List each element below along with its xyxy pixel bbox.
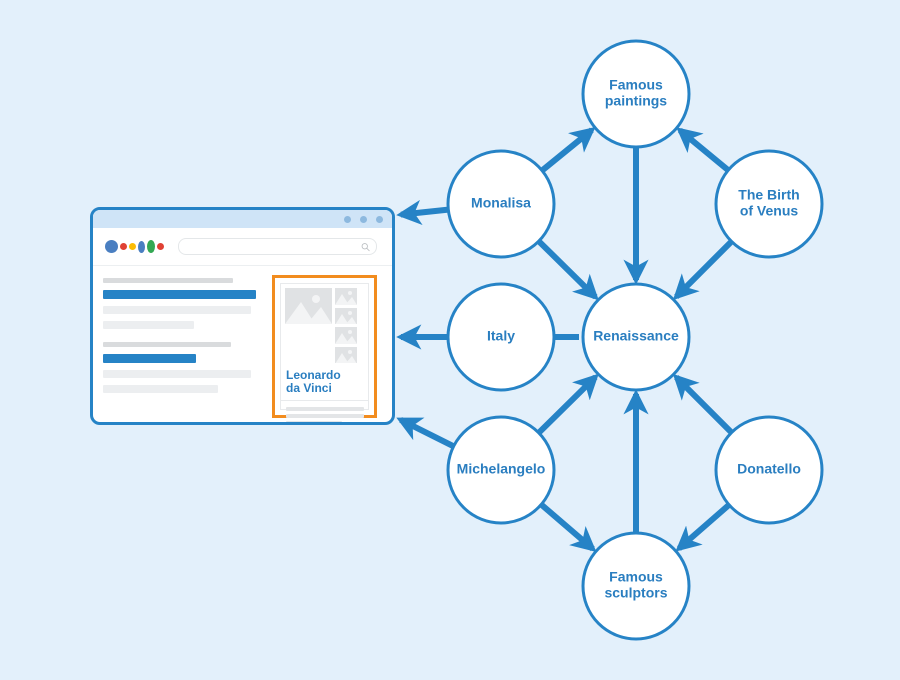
logo-dot-1 xyxy=(105,240,118,253)
knowledge-panel-detail-line xyxy=(286,421,342,422)
graph-edges xyxy=(396,126,734,553)
window-dot-1[interactable] xyxy=(344,215,351,223)
graph-node-michelangelo[interactable]: Michelangelo xyxy=(446,415,556,525)
graph-edge-michelangelo-to-renaissance xyxy=(536,373,599,435)
graph-edge-birth-of-venus-to-famous-paintings xyxy=(676,127,731,173)
node-circle-monalisa[interactable] xyxy=(446,149,556,259)
logo-dot-4 xyxy=(138,240,145,253)
result-line xyxy=(103,354,196,363)
logo-dot-5 xyxy=(147,240,155,253)
graph-edge-donatello-to-famous-sculptors xyxy=(675,502,732,552)
graph-edge-monalisa-to-famous-paintings xyxy=(540,126,596,173)
graph-edge-donatello-to-renaissance xyxy=(672,373,734,435)
graph-edge-birth-of-venus-to-renaissance xyxy=(672,239,734,301)
google-logo-mark xyxy=(105,237,166,257)
graph-node-italy[interactable]: Italy xyxy=(446,282,556,392)
mountain-photo-icon xyxy=(285,288,332,324)
graph-edge-monalisa-to-renaissance xyxy=(536,239,599,301)
graph-edge-michelangelo-to-famous-sculptors xyxy=(539,502,597,553)
node-circle-michelangelo[interactable] xyxy=(446,415,556,525)
node-circle-donatello[interactable] xyxy=(714,415,824,525)
knowledge-panel-images xyxy=(281,284,368,367)
result-line xyxy=(103,278,233,283)
knowledge-panel-detail-line xyxy=(286,414,364,418)
node-circle-famous-sculptors[interactable] xyxy=(581,531,691,641)
node-circle-birth-of-venus[interactable] xyxy=(714,149,824,259)
logo-dot-3 xyxy=(129,243,136,250)
mountain-photo-icon xyxy=(335,307,357,324)
knowledge-panel-detail-line xyxy=(286,407,364,411)
graph-node-donatello[interactable]: Donatello xyxy=(714,415,824,525)
logo-dot-2 xyxy=(120,243,127,250)
knowledge-panel-title-line: Leonardo xyxy=(286,368,341,382)
result-line xyxy=(103,370,251,378)
knowledge-panel-title-line: da Vinci xyxy=(286,381,332,395)
result-line xyxy=(103,321,194,329)
mountain-photo-icon xyxy=(335,327,357,344)
graph-node-renaissance[interactable]: Renaissance xyxy=(581,282,691,392)
result-line xyxy=(103,385,218,393)
graph-edge-monalisa-to-browser xyxy=(396,199,449,225)
result-line xyxy=(103,306,251,314)
graph-node-monalisa[interactable]: Monalisa xyxy=(446,149,556,259)
node-circle-famous-paintings[interactable] xyxy=(581,39,691,149)
browser-toolbar xyxy=(93,228,392,266)
result-line xyxy=(103,290,256,299)
mountain-photo-icon xyxy=(335,346,357,363)
magnifier-icon xyxy=(361,242,370,251)
browser-titlebar xyxy=(93,210,392,228)
knowledge-panel-details xyxy=(281,401,368,422)
graph-edge-michelangelo-to-browser xyxy=(396,417,455,449)
node-circle-renaissance[interactable] xyxy=(581,282,691,392)
mountain-photo-icon xyxy=(335,288,357,305)
knowledge-panel-thumbnails xyxy=(335,288,364,363)
node-circle-italy[interactable] xyxy=(446,282,556,392)
search-results-list xyxy=(103,275,263,418)
logo-dot-6 xyxy=(157,243,164,250)
search-input[interactable] xyxy=(178,238,377,255)
result-line xyxy=(103,342,231,347)
window-dot-3[interactable] xyxy=(376,215,383,223)
window-dot-2[interactable] xyxy=(360,215,367,223)
